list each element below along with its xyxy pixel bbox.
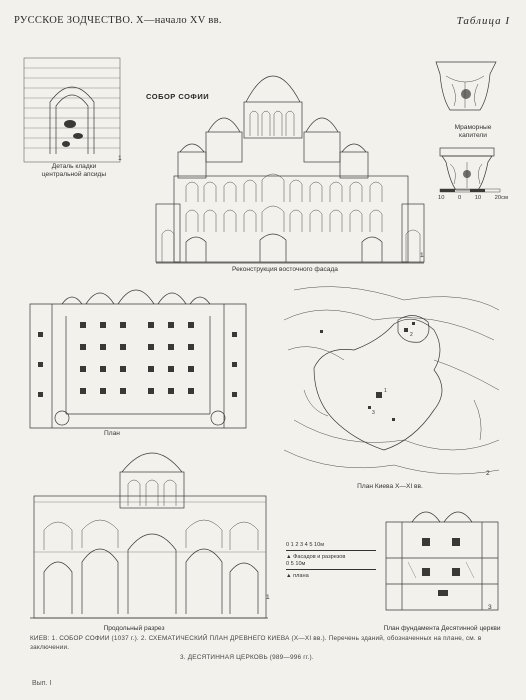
east-facade-number: 1: [420, 252, 424, 259]
apse-detail-caption: Деталь кладки центральной апсиды: [26, 163, 122, 179]
map-point-label-1: 1: [384, 388, 387, 394]
capitals-scale-tick-3: 10: [474, 195, 482, 201]
section-caption: Продольный разрез: [103, 625, 165, 632]
map-point-label-2: 2: [410, 332, 413, 338]
cathedral-plan-drawing: [29, 289, 247, 429]
scale-bottom-label: ▲ плана: [286, 572, 309, 579]
scale-line-1: [286, 549, 376, 553]
apse-masonry-drawing: [23, 57, 121, 163]
scale-bottom: 0 5 10м: [286, 560, 306, 567]
capitals-scale-tick-1: 10: [438, 195, 445, 201]
apse-caption-line1: Деталь кладки: [51, 163, 97, 170]
east-facade-caption: Реконструкция восточного фасада: [232, 266, 338, 273]
capitals-scale-tick-4: 20см: [494, 195, 508, 201]
section-number: 1: [266, 594, 270, 601]
tithe-church-caption: План фундамента Десятинной церкви: [383, 625, 501, 632]
kiev-map-number: 2: [486, 470, 490, 477]
caption-line2: 3. ДЕСЯТИННАЯ ЦЕРКОВЬ (989—996 гг.).: [180, 653, 314, 661]
page-header-title: РУССКОЕ ЗОДЧЕСТВО. X—начало XV вв.: [14, 15, 222, 26]
tithe-church-number: 3: [488, 604, 492, 611]
caption-line1: КИЕВ: 1. СОБОР СОФИИ (1037 г.). 2. СХЕМА…: [30, 635, 482, 652]
capitals-caption-line1: Мраморные: [454, 124, 492, 131]
plan-caption: План: [104, 430, 120, 437]
tithe-church-plan-drawing: [385, 511, 499, 611]
figure-caption: КИЕВ: 1. СОБОР СОФИИ (1037 г.). 2. СХЕМА…: [30, 634, 506, 662]
footer-label: Вып. I: [32, 680, 52, 687]
east-facade-drawing: [155, 75, 425, 264]
kiev-map-caption: План Киева X—XI вв.: [357, 483, 423, 490]
scale-bar: 0 1 2 3 4 5 10м ▲ Фасадов и разрезов 0 5…: [286, 542, 376, 580]
longitudinal-section-drawing: [30, 452, 268, 619]
capitals-scale-tick-2: 0: [457, 195, 462, 201]
scale-middle: ▲ Фасадов и разрезов: [286, 553, 346, 560]
capitals-caption: Мраморные капители: [440, 124, 506, 140]
apse-caption-line2: центральной апсиды: [41, 171, 107, 179]
map-point-label-3: 3: [372, 410, 375, 416]
cathedral-title: СОБОР СОФИИ: [146, 92, 210, 101]
table-label: Таблица I: [456, 15, 510, 27]
capitals-caption-line2: капители: [459, 132, 487, 140]
scale-top: 0 1 2 3 4 5 10м: [286, 542, 325, 548]
scale-line-2: [286, 568, 376, 572]
apse-figure-number: 1: [118, 155, 122, 162]
capitals-scale-labels: 10 0 10 20см: [438, 195, 508, 202]
capitals-scale-bar: [439, 188, 501, 193]
kiev-map-drawing: 1 2 3: [283, 286, 500, 475]
